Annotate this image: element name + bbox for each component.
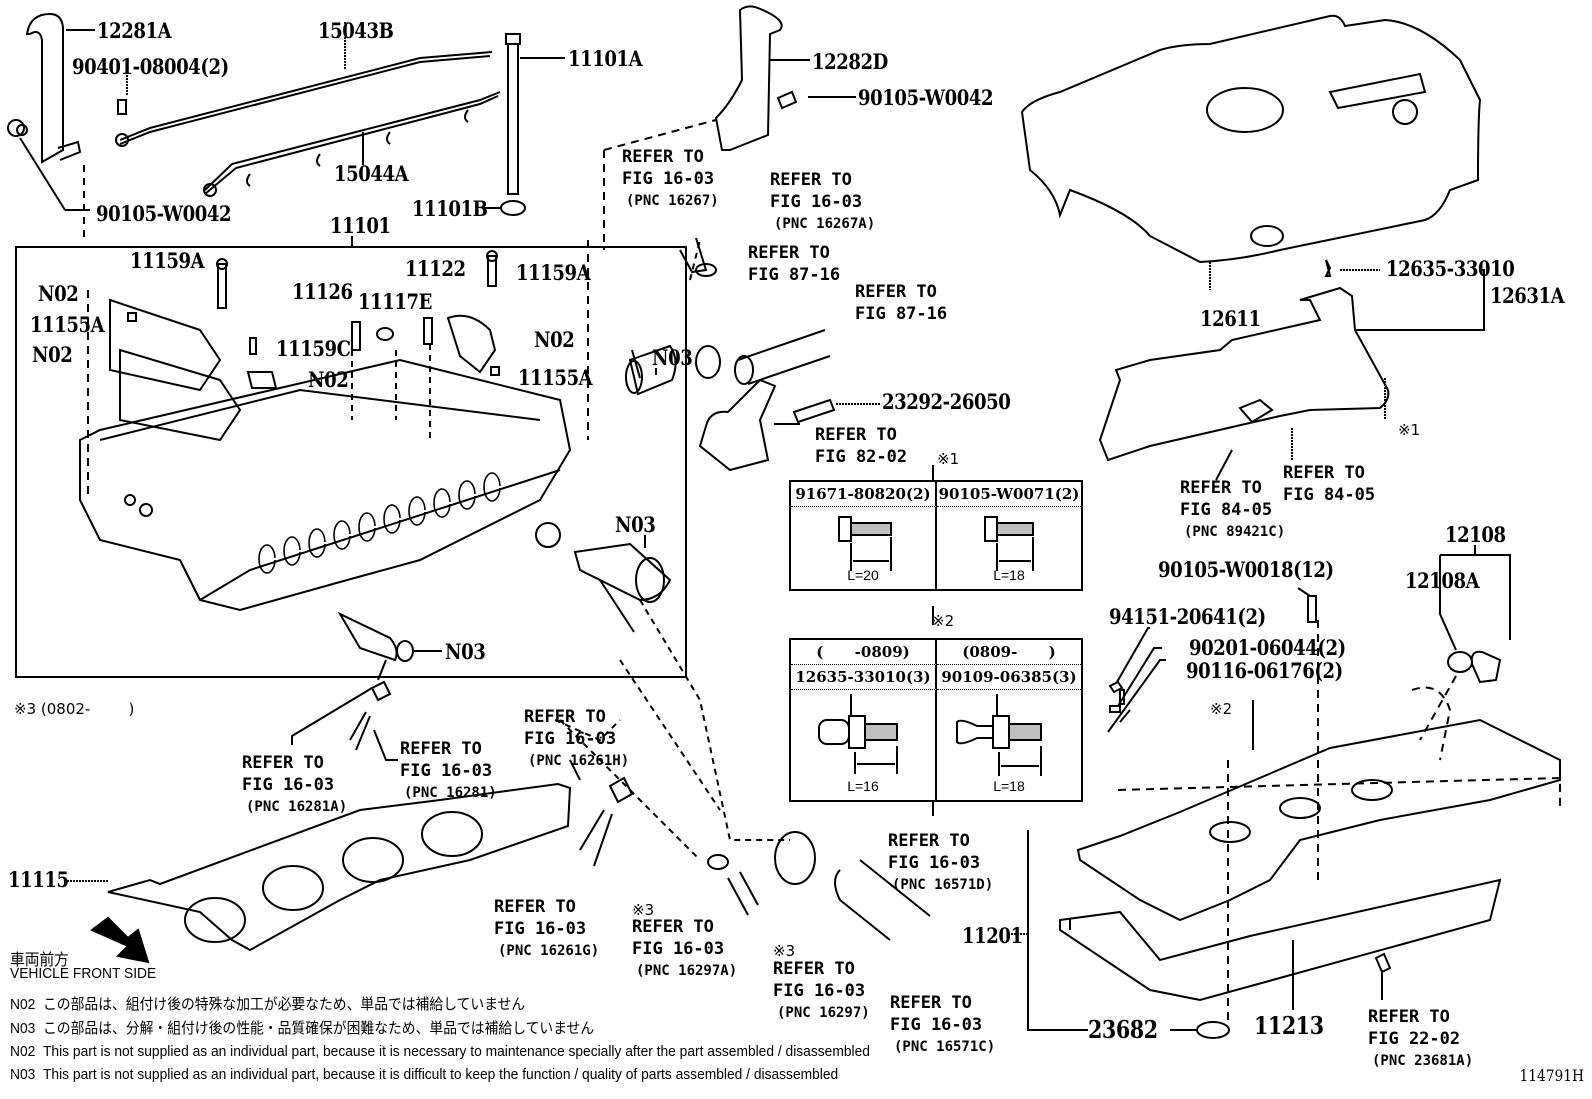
head-bolt-drawing <box>482 33 565 216</box>
part-label-15043B[interactable]: 15043B <box>318 18 394 43</box>
note-n03-en: N03 This part is not supplied as an indi… <box>10 1066 839 1083</box>
part-label-11101B[interactable]: 11101B <box>412 196 488 221</box>
part-label-90105-W0018[interactable]: 90105-W0018(12) <box>1158 557 1334 582</box>
part-label-23292-26050[interactable]: 23292-26050 <box>882 389 1011 414</box>
table2-header-right: 90109-06385(3) <box>937 665 1081 690</box>
note-marker-3-range: ※3 (0802- ) <box>14 700 135 718</box>
vehicle-front-label-jp: 車両前方 <box>10 952 69 969</box>
part-label-N03[interactable]: N03 <box>652 345 693 370</box>
table1-bolt-left: L=20 <box>791 507 937 589</box>
part-label-N02[interactable]: N02 <box>534 327 575 352</box>
part-label-23682[interactable]: 23682 <box>1088 1015 1158 1044</box>
head-cover-drawing <box>1008 545 1561 1039</box>
part-label-12635-33010[interactable]: 12635-33010 <box>1386 256 1515 281</box>
fastener-table-2: ( -0809) (0809- ) 12635-33010(3) 90109-0… <box>789 638 1083 802</box>
note-marker-2: ※2 <box>932 612 955 630</box>
part-label-N02[interactable]: N02 <box>38 281 79 306</box>
table2-length-left: L=16 <box>847 778 879 794</box>
table2-stud-left: L=16 <box>791 690 937 800</box>
part-label-N03[interactable]: N03 <box>615 512 656 537</box>
vehicle-front-label: VEHICLE FRONT SIDE <box>10 965 157 982</box>
small-parts-drawing <box>127 250 500 440</box>
part-label-11159C[interactable]: 11159C <box>276 336 351 361</box>
part-label-12108A[interactable]: 12108A <box>1405 568 1480 593</box>
fastener-table-1: 91671-80820(2) 90105-W0071(2) L=20 L=18 <box>789 480 1083 591</box>
table2-stud-right: L=18 <box>937 690 1081 800</box>
part-label-90201-06044[interactable]: 90201-06044(2) <box>1189 635 1346 660</box>
part-label-N03[interactable]: N03 <box>445 639 486 664</box>
part-label-11122[interactable]: 11122 <box>405 256 466 281</box>
figure-id: 114791H <box>1519 1066 1584 1085</box>
part-label-11101[interactable]: 11101 <box>330 213 391 238</box>
part-label-11155A[interactable]: 11155A <box>30 312 105 337</box>
part-label-11117E[interactable]: 11117E <box>358 289 433 314</box>
table1-length-right: L=18 <box>993 567 1025 583</box>
table2-period-left: ( -0809) <box>791 640 937 665</box>
table1-header-left: 91671-80820(2) <box>791 482 937 507</box>
note-marker-2: ※2 <box>1210 700 1233 718</box>
note-marker-3: ※3 <box>773 942 796 960</box>
part-label-11101A[interactable]: 11101A <box>568 46 643 71</box>
part-label-11159A[interactable]: 11159A <box>516 260 591 285</box>
part-label-11159A[interactable]: 11159A <box>130 248 205 273</box>
table1-bolt-right: L=18 <box>937 507 1081 589</box>
part-label-12108[interactable]: 12108 <box>1445 522 1506 547</box>
engine-hanger-rear-drawing <box>7 12 95 240</box>
part-label-11201[interactable]: 11201 <box>962 923 1023 948</box>
wire-harness-drawing <box>115 22 501 197</box>
note-marker-1: ※1 <box>1398 421 1421 439</box>
hoses-lower-drawing <box>291 599 931 941</box>
part-label-11126[interactable]: 11126 <box>292 279 353 304</box>
part-label-N02[interactable]: N02 <box>32 342 73 367</box>
head-gasket-drawing <box>64 782 572 952</box>
table1-length-left: L=20 <box>847 567 879 583</box>
part-label-11155A[interactable]: 11155A <box>518 365 593 390</box>
part-label-12282D[interactable]: 12282D <box>812 49 888 74</box>
part-label-90105-W0042[interactable]: 90105-W0042 <box>858 85 994 110</box>
cylinder-head-drawing <box>79 240 589 612</box>
part-label-15044A[interactable]: 15044A <box>334 161 409 186</box>
part-label-N02[interactable]: N02 <box>308 367 349 392</box>
cover-bracket-drawing <box>1098 259 1485 481</box>
part-label-12611[interactable]: 12611 <box>1200 306 1261 331</box>
note-marker-3: ※3 <box>632 901 655 919</box>
union-fittings-drawing <box>337 237 880 681</box>
part-label-12281A[interactable]: 12281A <box>97 18 172 43</box>
table2-period-right: (0809- ) <box>937 640 1081 665</box>
table1-header-right: 90105-W0071(2) <box>937 482 1081 507</box>
note-n03-jp: N03 この部品は、分解・組付け後の性能・品質確保が困難なため、単品では補給して… <box>10 1020 595 1037</box>
note-marker-1: ※1 <box>937 450 960 468</box>
part-label-90401-08004[interactable]: 90401-08004(2) <box>72 54 229 79</box>
part-label-90105-W0042[interactable]: 90105-W0042 <box>96 201 232 226</box>
part-label-94151-20641[interactable]: 94151-20641(2) <box>1109 604 1266 629</box>
table2-header-left: 12635-33010(3) <box>791 665 937 690</box>
note-n02-en: N02 This part is not supplied as an indi… <box>10 1043 870 1060</box>
engine-cover-drawing <box>1020 14 1482 290</box>
part-label-90116-06176[interactable]: 90116-06176(2) <box>1186 658 1343 683</box>
part-label-12631A[interactable]: 12631A <box>1490 283 1565 308</box>
part-label-11213[interactable]: 11213 <box>1254 1011 1324 1040</box>
vehicle-front-arrow-icon <box>90 916 150 964</box>
table2-length-right: L=18 <box>993 778 1025 794</box>
part-label-11115[interactable]: 11115 <box>8 867 69 892</box>
note-n02-jp: N02 この部品は、組付け後の特殊な加工が必要なため、単品では補給していません <box>10 996 526 1013</box>
engine-hanger-front-drawing <box>603 5 856 250</box>
